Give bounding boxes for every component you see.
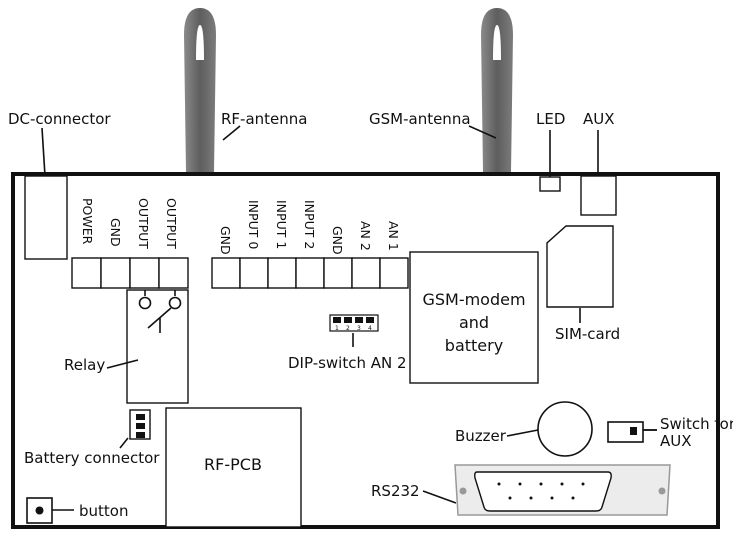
terminal-label: AN 2 <box>358 221 373 251</box>
relay-label: Relay <box>64 356 105 374</box>
terminal-label: INPUT 1 <box>274 200 289 249</box>
sim-card <box>546 225 614 308</box>
aux-switch <box>607 421 644 443</box>
terminal-label: GND <box>218 226 233 255</box>
gsm-antenna-label: GSM-antenna <box>369 110 471 128</box>
terminal-block-left <box>71 257 189 289</box>
relay <box>126 289 189 404</box>
dip-number: 2 <box>346 325 350 332</box>
battery-connector-label: Battery connector <box>24 449 160 467</box>
terminal-labels-left: POWER GND OUTPUT OUTPUT <box>80 198 179 249</box>
gsm-modem-label: battery <box>445 336 503 355</box>
button-component <box>26 497 53 524</box>
terminal-label: INPUT 0 <box>246 200 261 249</box>
terminal-label: GND <box>330 226 345 255</box>
switch-for-aux-label: Switch for <box>660 415 733 433</box>
terminal-label: OUTPUT <box>136 198 151 249</box>
rf-pcb <box>165 407 302 528</box>
terminal-block-right <box>211 257 409 289</box>
led-label: LED <box>536 110 565 128</box>
gsm-modem-label: GSM-modem <box>422 290 525 309</box>
buzzer <box>537 401 593 457</box>
dip-number: 4 <box>368 325 372 332</box>
battery-connector <box>129 409 151 440</box>
led <box>539 176 561 192</box>
rf-pcb-label: RF-PCB <box>204 455 262 474</box>
terminal-labels-right: GND INPUT 0 INPUT 1 INPUT 2 GND AN 2 AN … <box>218 200 401 255</box>
terminal-label: INPUT 2 <box>302 200 317 249</box>
buzzer-label: Buzzer <box>455 427 507 445</box>
aux-label: AUX <box>583 110 615 128</box>
dip-number: 3 <box>357 325 361 332</box>
terminal-label: GND <box>108 218 123 247</box>
button-label: button <box>79 502 128 520</box>
switch-for-aux-label: AUX <box>660 432 692 450</box>
gsm-modem <box>409 251 539 384</box>
dip-switch: 1 2 3 4 <box>329 314 379 332</box>
gsm-modem-label: and <box>459 313 489 332</box>
sim-card-label: SIM-card <box>555 325 620 343</box>
gsm-antenna <box>481 8 513 172</box>
terminal-label: AN 1 <box>386 221 401 251</box>
dip-number: 1 <box>335 325 339 332</box>
dc-connector <box>24 175 68 260</box>
aux-connector <box>580 175 617 216</box>
dip-switch-label: DIP-switch AN 2 <box>288 354 407 372</box>
rs232-connector <box>454 464 671 516</box>
rf-antenna <box>184 8 216 172</box>
rs232-label: RS232 <box>371 482 420 500</box>
dc-connector-label: DC-connector <box>8 110 111 128</box>
terminal-label: OUTPUT <box>164 198 179 249</box>
terminal-label: POWER <box>80 198 95 245</box>
rf-antenna-label: RF-antenna <box>221 110 307 128</box>
